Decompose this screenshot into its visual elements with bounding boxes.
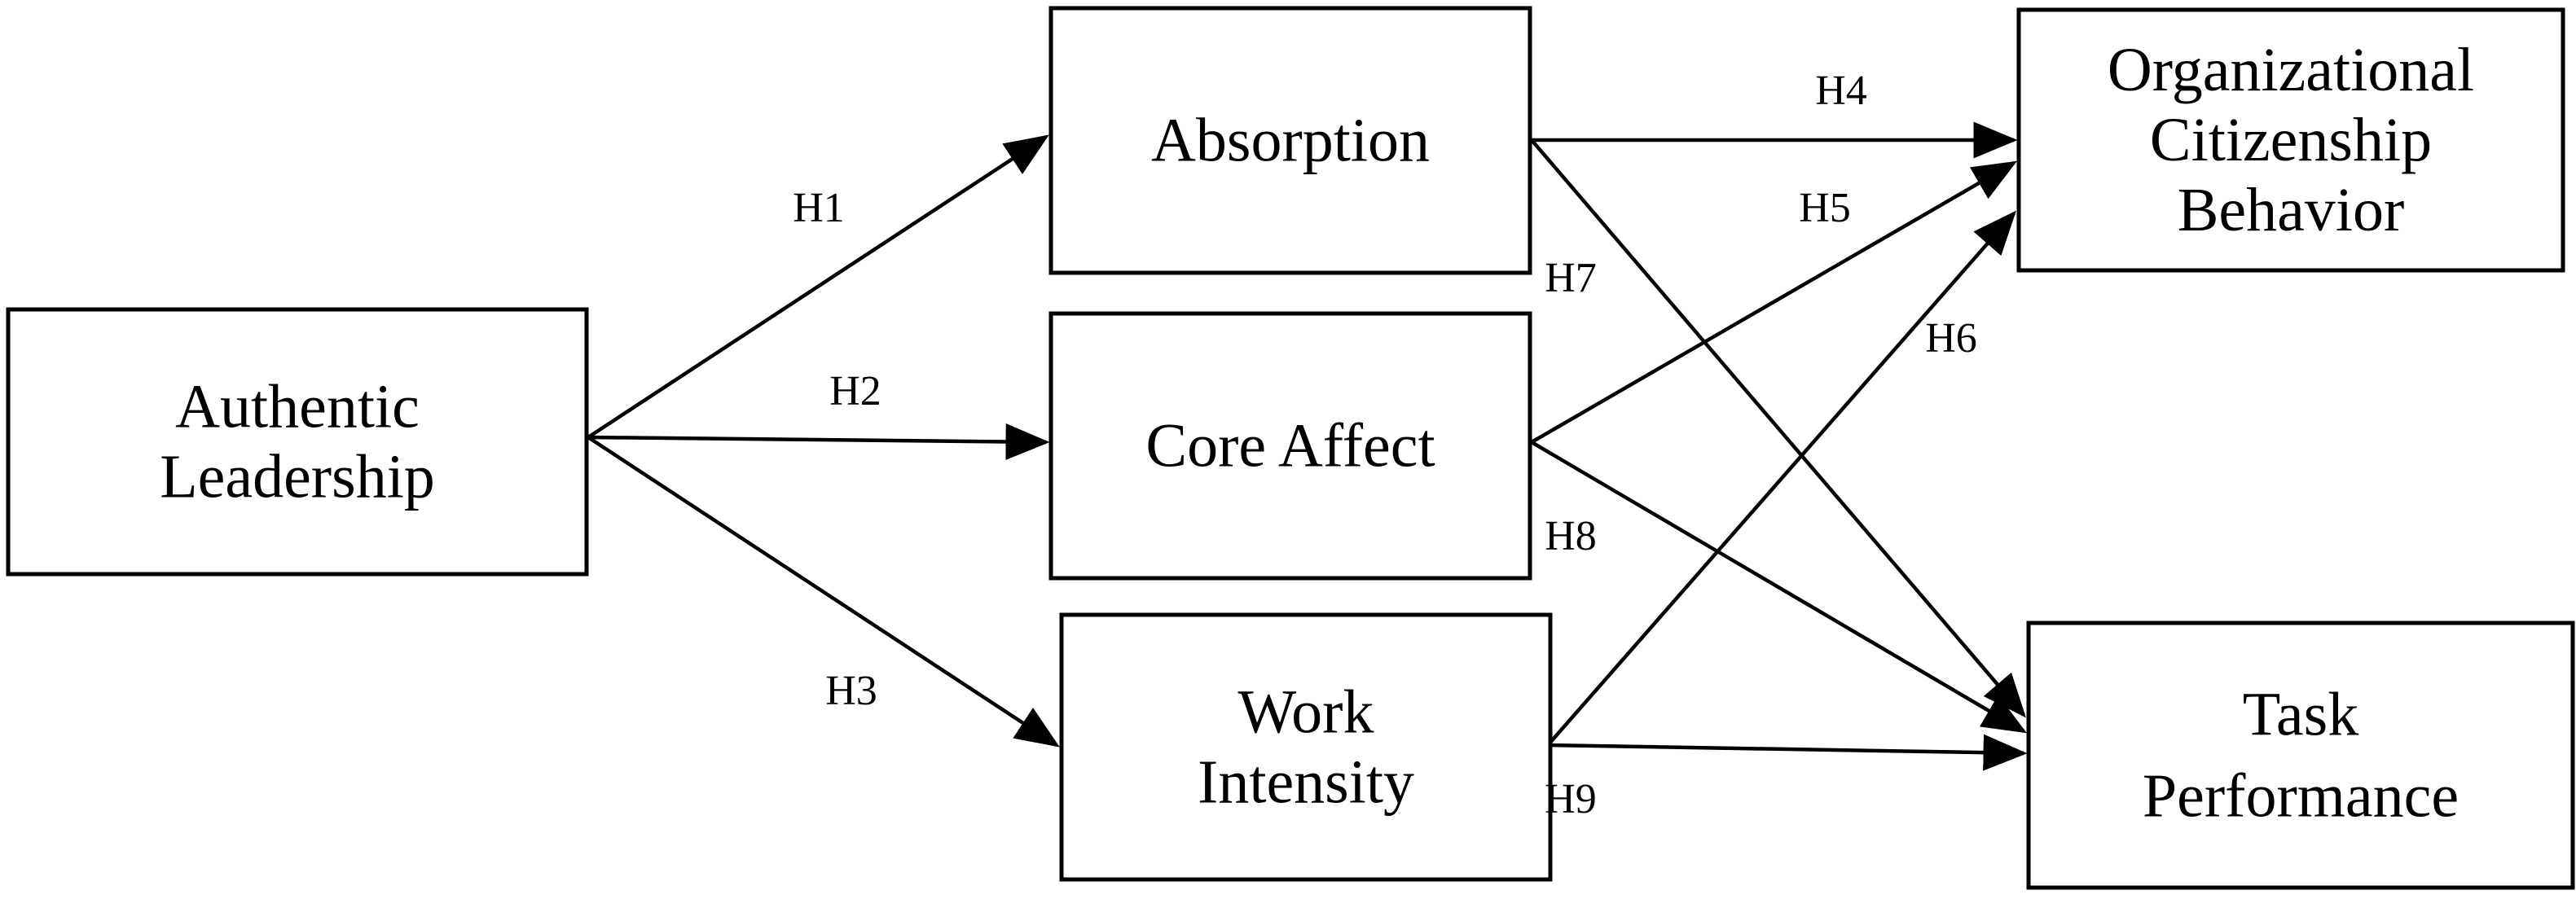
node-box-ocb	[2016, 7, 2565, 273]
arrow-authentic-leadership-to-absorption	[587, 134, 1049, 439]
node-box-core-affect	[1048, 311, 1532, 581]
edge-label-h5: H5	[1799, 185, 1851, 231]
node-label-ocb-line-2: Citizenship	[2150, 106, 2432, 174]
edge-h5	[1530, 160, 2017, 444]
edge-label-h2: H2	[829, 368, 881, 414]
edge-label-h6: H6	[1925, 315, 1977, 362]
node-label-ocb-line-3: Behavior	[2178, 176, 2405, 244]
edges-layer	[587, 121, 2028, 771]
edge-label-h1: H1	[793, 185, 845, 231]
edge-label-h8: H8	[1545, 513, 1597, 559]
node-box-authentic-leadership	[6, 307, 589, 577]
arrow-work-intensity-to-task-performance	[1547, 734, 2028, 771]
edge-label-h4: H4	[1815, 68, 1867, 114]
edge-h2	[587, 423, 1050, 460]
edge-label-h7: H7	[1545, 255, 1597, 301]
arrow-core-affect-to-ocb	[1530, 160, 2017, 444]
node-label-core-affect-line-1: Core Affect	[1145, 412, 1435, 480]
node-label-absorption-line-1: Absorption	[1151, 107, 1430, 175]
node-box-absorption	[1048, 6, 1532, 275]
node-label-ocb-line-1: Organizational	[2108, 36, 2474, 104]
node-core-affect: Core Affect	[1048, 311, 1532, 581]
node-label-task-performance-line-1: Task	[2243, 681, 2358, 749]
node-label-work-intensity-line-2: Intensity	[1198, 748, 1414, 817]
edge-h6	[1546, 210, 2016, 747]
node-label-work-intensity-line-1: Work	[1238, 678, 1374, 747]
arrow-authentic-leadership-to-core-affect	[587, 423, 1050, 460]
arrow-authentic-leadership-to-work-intensity	[587, 436, 1060, 748]
edge-h8	[1530, 441, 2027, 734]
node-label-task-performance-line-2: Performance	[2143, 762, 2459, 831]
edge-h7	[1530, 138, 2026, 718]
node-box-work-intensity	[1059, 612, 1553, 882]
arrow-absorption-to-task-performance	[1530, 138, 2026, 718]
node-label-authentic-leadership-line-2: Leadership	[160, 443, 435, 511]
edge-h3	[587, 436, 1060, 748]
node-absorption: Absorption	[1048, 6, 1532, 275]
edge-label-h9: H9	[1545, 776, 1597, 822]
node-label-authentic-leadership-line-1: Authentic	[175, 373, 420, 441]
arrow-work-intensity-to-ocb	[1546, 210, 2016, 747]
arrow-core-affect-to-task-performance	[1530, 441, 2027, 734]
node-box-task-performance	[2026, 621, 2575, 890]
edge-h9	[1547, 734, 2028, 771]
edge-h1	[587, 134, 1049, 439]
edge-label-h3: H3	[825, 668, 877, 714]
